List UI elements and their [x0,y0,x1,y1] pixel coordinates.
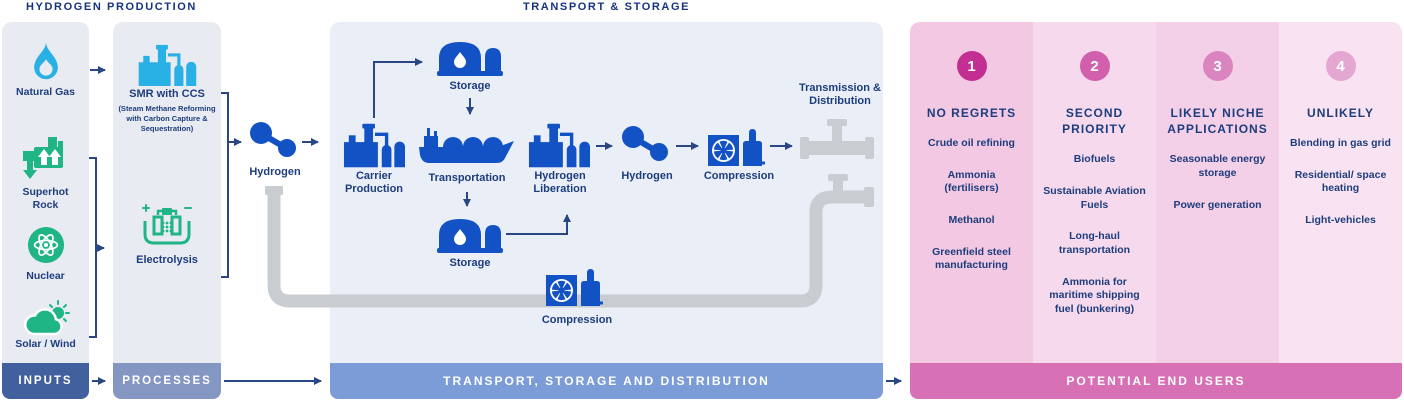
end-user-item: Greenfield steel manufacturing [932,245,1011,272]
end-user-column-no-regrets: 1 NO REGRETS Crude oil refining Ammonia … [910,22,1033,363]
end-user-item: Blending in gas grid [1290,137,1391,150]
priority-badge-3: 3 [1202,51,1233,81]
node-label-storage-bottom: Storage [449,257,491,269]
smr-factory-icon [138,44,197,86]
hydrogen-molecule-icon [622,126,668,161]
end-user-column-likely-niche: 3 LIKELY NICHE APPLICATIONS Seasonable e… [1156,22,1279,363]
hydrogen-link-label: Hydrogen [249,166,301,178]
section-header-hydrogen-production: HYDROGEN PRODUCTION [26,1,197,13]
carrier-production-icon [343,123,405,168]
input-label-nuclear: Nuclear [26,270,65,282]
end-user-item: Seasonable energy storage [1169,153,1266,180]
processes-panel: SMR with CCS (Steam Methane Reforming wi… [113,22,221,363]
end-user-item: Residential/ space heating [1294,168,1387,195]
end-user-column-title: NO REGRETS [926,106,1017,120]
end-user-item: Sustainable Aviation Fuels [1043,185,1146,211]
process-label-smr: SMR with CCS [129,88,205,100]
end-user-column-second-priority: 2 SECOND PRIORITY Biofuels Sustainable A… [1033,22,1156,363]
end-user-column-title: SECOND PRIORITY [1062,106,1127,137]
cloud-sun-icon [24,300,70,336]
input-label-solar-wind: Solar / Wind [15,338,76,350]
geothermal-icon [23,137,63,179]
inputs-panel: Natural Gas Superhot Rock [2,22,89,363]
hydrogen-liberation-icon [528,123,590,168]
end-user-item: Biofuels [1073,153,1116,166]
input-label-superhot-rock: Superhot Rock [22,186,69,211]
ship-icon [419,128,514,163]
hydrogen-molecule-icon [250,122,296,157]
node-label-compression-bottom: Compression [541,314,613,326]
storage-tank-icon [437,42,503,76]
electrolysis-icon [142,204,192,245]
node-label-transmission-distribution: Transmission & Distribution [799,82,881,108]
end-user-item: Methanol [948,214,995,227]
end-user-item: Ammonia (fertilisers) [944,168,999,195]
end-user-item: Power generation [1173,198,1262,211]
priority-badge-4: 4 [1325,51,1356,81]
process-label-electrolysis: Electrolysis [136,254,198,266]
process-sublabel-smr: (Steam Methane Reforming with Carbon Cap… [118,104,216,133]
priority-badge-2: 2 [1079,51,1110,81]
node-label-carrier-production: Carrier Production [344,170,404,196]
end-user-column-title: UNLIKELY [1307,106,1374,120]
storage-tank-icon [437,219,503,253]
end-user-column-unlikely: 4 UNLIKELY Blending in gas grid Resident… [1279,22,1402,363]
end-user-column-title: LIKELY NICHE APPLICATIONS [1167,106,1268,137]
end-user-item: Ammonia for maritime shipping fuel (bunk… [1049,275,1140,315]
end-user-item: Long-haul transportation [1058,230,1131,256]
inputs-footer-bar: INPUTS [2,363,89,399]
input-label-natural-gas: Natural Gas [16,86,75,98]
transport-storage-box: Storage Carrier Production [330,22,883,363]
node-label-hydrogen: Hydrogen [621,170,673,182]
end-user-item: Crude oil refining [928,137,1015,150]
processes-footer-bar: PROCESSES [113,363,221,399]
flame-icon [34,42,58,80]
section-header-transport-storage: TRANSPORT & STORAGE [522,1,691,13]
compressor-icon [546,269,603,306]
end-user-item: Light-vehicles [1305,214,1376,227]
compressor-icon [708,129,765,166]
node-label-compression-top: Compression [703,170,775,182]
node-label-transportation: Transportation [428,172,506,184]
atom-icon [27,226,65,264]
transport-footer-bar: TRANSPORT, STORAGE AND DISTRIBUTION [330,363,883,399]
priority-badge-1: 1 [956,51,987,81]
end-users-panel: 1 NO REGRETS Crude oil refining Ammonia … [910,22,1402,363]
node-label-storage-top: Storage [449,80,491,92]
end-users-footer-bar: POTENTIAL END USERS [910,363,1402,399]
node-label-hydrogen-liberation: Hydrogen Liberation [533,170,587,196]
